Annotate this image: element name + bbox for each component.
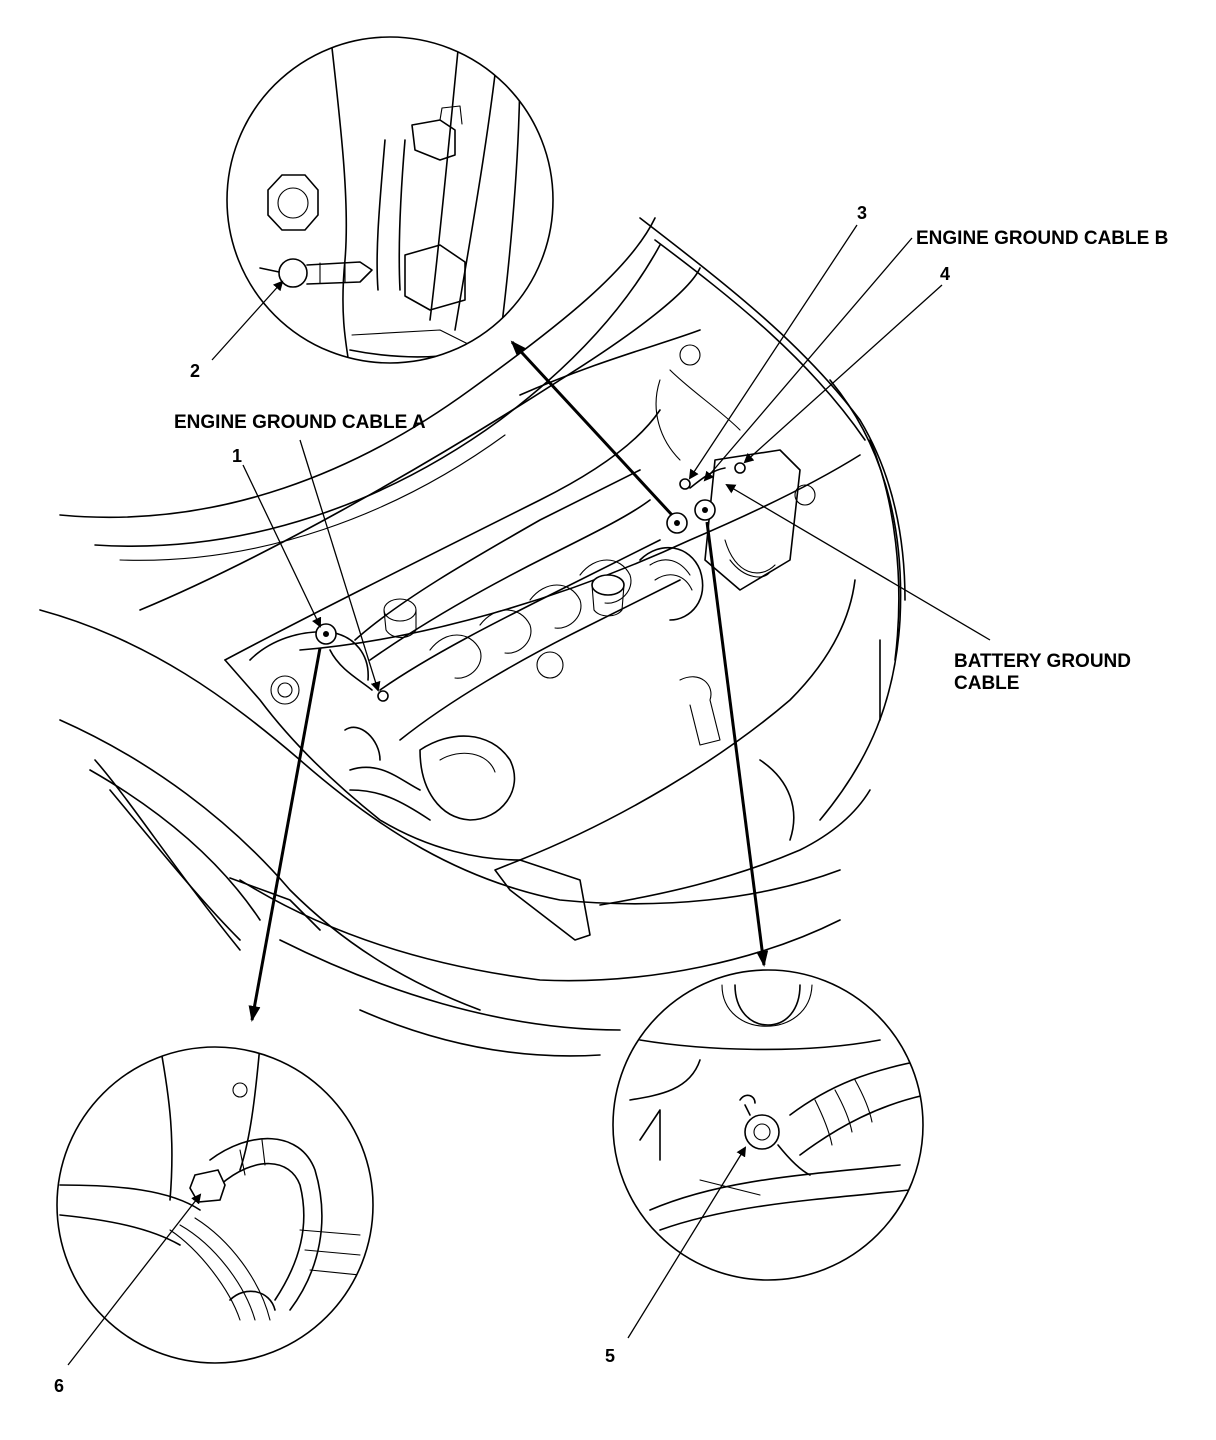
ground-bolt-3 [679,467,726,490]
ground-bolt-2 [666,512,688,534]
label-engine-ground-cable-a: ENGINE GROUND CABLE A [174,412,426,433]
ground-bolt-4 [734,462,746,474]
leader-lines [67,224,991,1366]
label-battery-ground-cable-line1: BATTERY GROUND [954,651,1131,672]
ground-bolt-cable-a [377,690,389,702]
detail-circle-top [226,36,554,364]
callout-4: 4 [940,264,950,284]
detail-arrows [248,340,769,1022]
engine-bay [224,344,856,861]
detail-circle-bottom-right [612,969,924,1281]
detail-circle-bottom-left [56,1046,374,1364]
callout-1: 1 [232,446,242,466]
vehicle-body-outline [39,217,906,1057]
callout-5: 5 [605,1346,615,1366]
callout-3: 3 [857,203,867,223]
label-engine-ground-cable-b: ENGINE GROUND CABLE B [916,228,1168,249]
label-battery-ground-cable-line2: CABLE [954,673,1019,694]
callout-6: 6 [54,1376,64,1396]
ground-bolt-1 [315,623,337,645]
ground-bolt-5 [694,499,716,521]
callout-2: 2 [190,361,200,381]
